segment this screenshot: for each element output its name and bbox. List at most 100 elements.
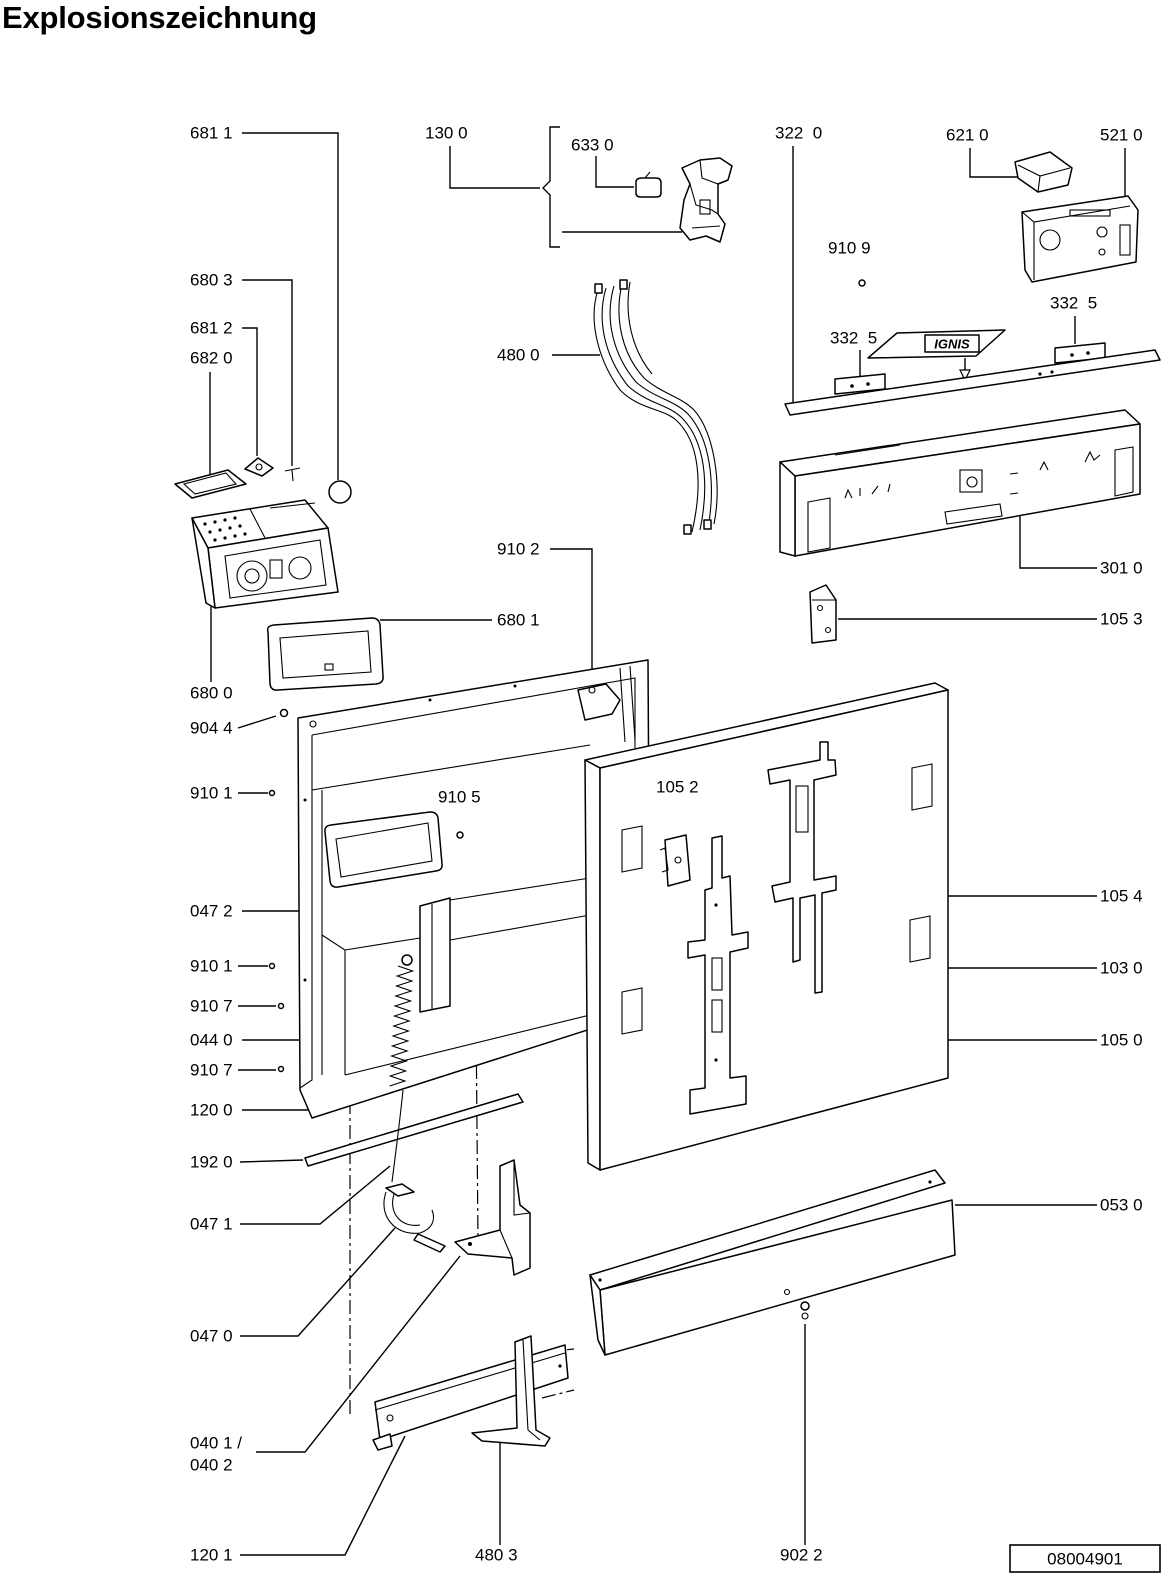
foot-480-3 [471, 1335, 551, 1447]
inner-door-body [297, 659, 651, 1119]
leader-line [239, 1159, 304, 1163]
spring-coil [388, 965, 415, 1087]
wire [601, 287, 706, 531]
leader-line [240, 1435, 406, 1556]
rail-hole [714, 903, 718, 907]
inner-door-hole [309, 720, 317, 728]
outer-door-side [584, 759, 601, 1171]
part-label: 040 1 / [190, 1434, 242, 1453]
bracket-332-5-right [1054, 342, 1106, 364]
part-label: 681 2 [190, 319, 233, 338]
part-label: 681 1 [190, 124, 233, 143]
inner-door-hole [303, 978, 307, 982]
inner-door-line [449, 877, 591, 901]
clip-105-2 [659, 834, 691, 887]
part-label: 633 0 [571, 136, 614, 155]
dispenser-side [191, 517, 216, 609]
assembly-line [541, 1389, 575, 1399]
door-dispenser-opening [324, 811, 443, 888]
screw-904-4 [279, 708, 289, 718]
dispenser-680-0 [191, 499, 339, 609]
screw-head [800, 1301, 810, 1311]
part-label: 105 0 [1100, 1031, 1143, 1050]
kickplate-hole [598, 1278, 602, 1282]
kickplate-hole [928, 1180, 932, 1184]
hinge-rail [619, 667, 626, 743]
rail-slot [711, 999, 723, 1033]
part-label: 910 7 [190, 1061, 233, 1080]
part-label: 480 0 [497, 346, 540, 365]
leader-line [240, 1227, 396, 1337]
part-label: 040 2 [190, 1456, 233, 1475]
dispenser-latch [269, 559, 283, 579]
page-title: Explosionszeichnung [2, 0, 317, 35]
part-label: 902 2 [780, 1546, 823, 1565]
inner-door-frame [311, 677, 636, 748]
part-label: 910 1 [190, 784, 233, 803]
lid-hole [255, 463, 263, 471]
microswitch-633-0 [635, 171, 662, 198]
lid-shape [244, 457, 274, 477]
part-label: 105 3 [1100, 610, 1143, 629]
lock-slot [699, 199, 711, 215]
trim-strip-322-0 [784, 349, 1161, 416]
inner-door-hole [428, 698, 432, 702]
door-cutout [621, 987, 643, 1035]
hinge-rail [629, 665, 636, 741]
hinge-bracket-105-3 [809, 584, 837, 644]
hinge-hole [824, 626, 832, 634]
kickplate-end [589, 1274, 606, 1356]
part-label: 120 0 [190, 1101, 233, 1120]
leader-line [550, 548, 593, 688]
gasket-tab [324, 663, 334, 671]
inner-door-line [344, 937, 421, 951]
spring-hook-top [401, 954, 413, 966]
rail-body [767, 741, 837, 994]
connector-621-0 [1014, 151, 1073, 193]
module-terminal [1119, 224, 1131, 256]
drawing-number: 08004901 [1047, 1550, 1123, 1569]
hinge-plate [577, 683, 621, 721]
part-label: 910 2 [497, 540, 540, 559]
panel-buttons [844, 483, 891, 499]
bracket-body [454, 1159, 531, 1276]
clip-body [664, 834, 691, 887]
wire-connector [594, 283, 603, 294]
gasket-outer [266, 617, 384, 691]
wire [618, 283, 718, 525]
part-label: 053 0 [1100, 1196, 1143, 1215]
panel-endcap [807, 497, 831, 553]
part-label: 680 0 [190, 684, 233, 703]
part-label: 322 0 [775, 124, 822, 143]
logo-box [924, 334, 980, 353]
screw-902-2 [800, 1301, 810, 1320]
leader-line [449, 146, 540, 189]
spring-cable [391, 1089, 404, 1183]
panel-handle [944, 503, 1003, 525]
part-label: 105 4 [1100, 887, 1143, 906]
bracket-fold [499, 1229, 513, 1259]
inner-door-120-0 [297, 659, 651, 1119]
part-label: 332 5 [1050, 294, 1097, 313]
part-label: 130 0 [425, 124, 468, 143]
hinge-910-2-area [577, 665, 636, 743]
part-label: 910 7 [190, 997, 233, 1016]
gasket-outer [174, 469, 247, 499]
plate-edge [374, 1352, 566, 1411]
wire-harness-480-0 [593, 279, 718, 535]
bracket-hole [1070, 353, 1074, 357]
bracket-040 [454, 1159, 531, 1276]
panel-side [779, 461, 796, 557]
dispenser-edge [269, 502, 316, 509]
mount-arrow-head [959, 369, 971, 382]
screw-910-1 [268, 962, 276, 970]
panel-top-recess [834, 444, 901, 456]
hinge-body [809, 584, 837, 644]
panel-display-window [959, 469, 983, 493]
lock-detail [699, 159, 719, 185]
drawing-number-box: 08004901 [1009, 1544, 1161, 1573]
part-label: 192 0 [190, 1153, 233, 1172]
screws [268, 708, 289, 1073]
inner-door-recess-top [311, 744, 591, 791]
